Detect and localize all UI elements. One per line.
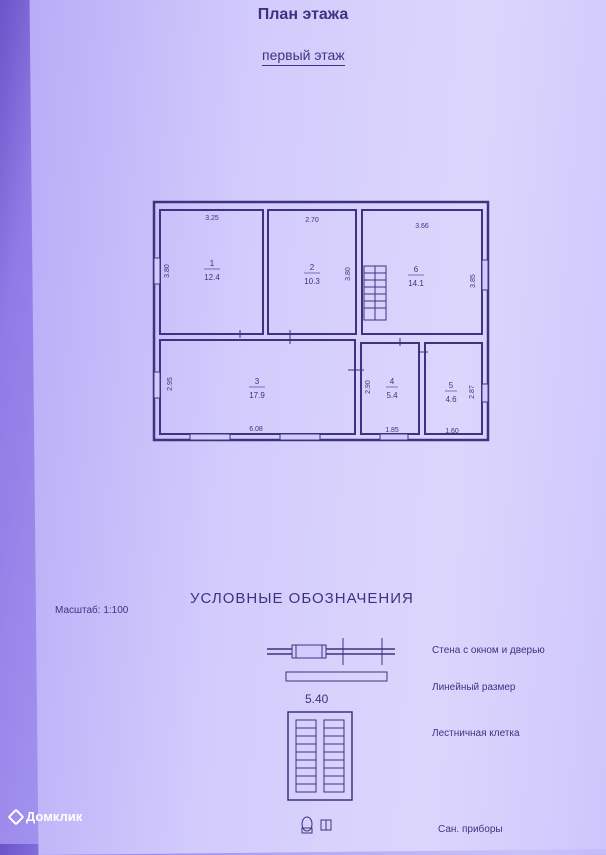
watermark-text: Домклик xyxy=(26,809,83,824)
dimension: 2.87 xyxy=(469,385,476,399)
room-number: 5 xyxy=(449,381,454,390)
house-logo-icon xyxy=(7,808,25,825)
linear-dimension-value: 5.40 xyxy=(305,692,329,706)
dimension: 1.85 xyxy=(385,427,399,434)
room-area: 10.3 xyxy=(304,277,320,286)
dimension: 3.25 xyxy=(205,215,219,222)
sink-icon xyxy=(320,819,332,831)
stairs-icon xyxy=(363,265,387,321)
room-number: 3 xyxy=(255,377,260,386)
dimension: 3.80 xyxy=(164,264,171,278)
legend-title: УСЛОВНЫЕ ОБОЗНАЧЕНИЯ xyxy=(190,590,414,607)
toilet-icon xyxy=(301,816,313,834)
dimension: 3.85 xyxy=(470,274,477,288)
scale-label: Масштаб: 1:100 xyxy=(55,605,129,616)
room-area: 14.1 xyxy=(408,279,424,288)
stairs-label: Лестничная клетка xyxy=(432,728,520,739)
room-area: 5.4 xyxy=(386,391,398,400)
dimension: 2.95 xyxy=(167,377,174,391)
dimension-labels: 3.25 2.70 3.66 3.80 3.80 3.85 2.95 2.90 … xyxy=(164,215,477,435)
dimension: 1.60 xyxy=(445,428,459,435)
room-area: 17.9 xyxy=(249,391,265,400)
dimension: 2.70 xyxy=(305,217,319,224)
room-number: 4 xyxy=(390,377,395,386)
linear-label: Линейный размер xyxy=(432,682,516,693)
dimension: 3.80 xyxy=(345,267,352,281)
linear-dimension-symbol xyxy=(285,671,388,682)
room-area: 4.6 xyxy=(445,395,457,404)
room-labels: 1 12.4 2 10.3 3 17.9 4 5.4 5 4.6 6 14.1 xyxy=(204,259,457,404)
stairs-legend-icon xyxy=(287,711,353,801)
wall-label: Стена с окном и дверью xyxy=(432,645,545,656)
page-title: План этажа xyxy=(257,6,349,23)
plan-walls xyxy=(152,200,490,442)
openings xyxy=(153,257,489,441)
wall-symbol xyxy=(267,638,395,665)
room-area: 12.4 xyxy=(204,273,220,282)
dimension: 3.66 xyxy=(415,223,429,230)
room-number: 1 xyxy=(210,259,215,268)
watermark: Домклик xyxy=(7,808,83,825)
dimension: 6.08 xyxy=(249,426,263,433)
sanitary-label: Сан. приборы xyxy=(438,824,503,835)
page-subtitle: первый этаж xyxy=(262,47,345,66)
room-number: 6 xyxy=(414,265,419,274)
dimension: 2.90 xyxy=(365,380,372,394)
room-number: 2 xyxy=(310,263,315,272)
